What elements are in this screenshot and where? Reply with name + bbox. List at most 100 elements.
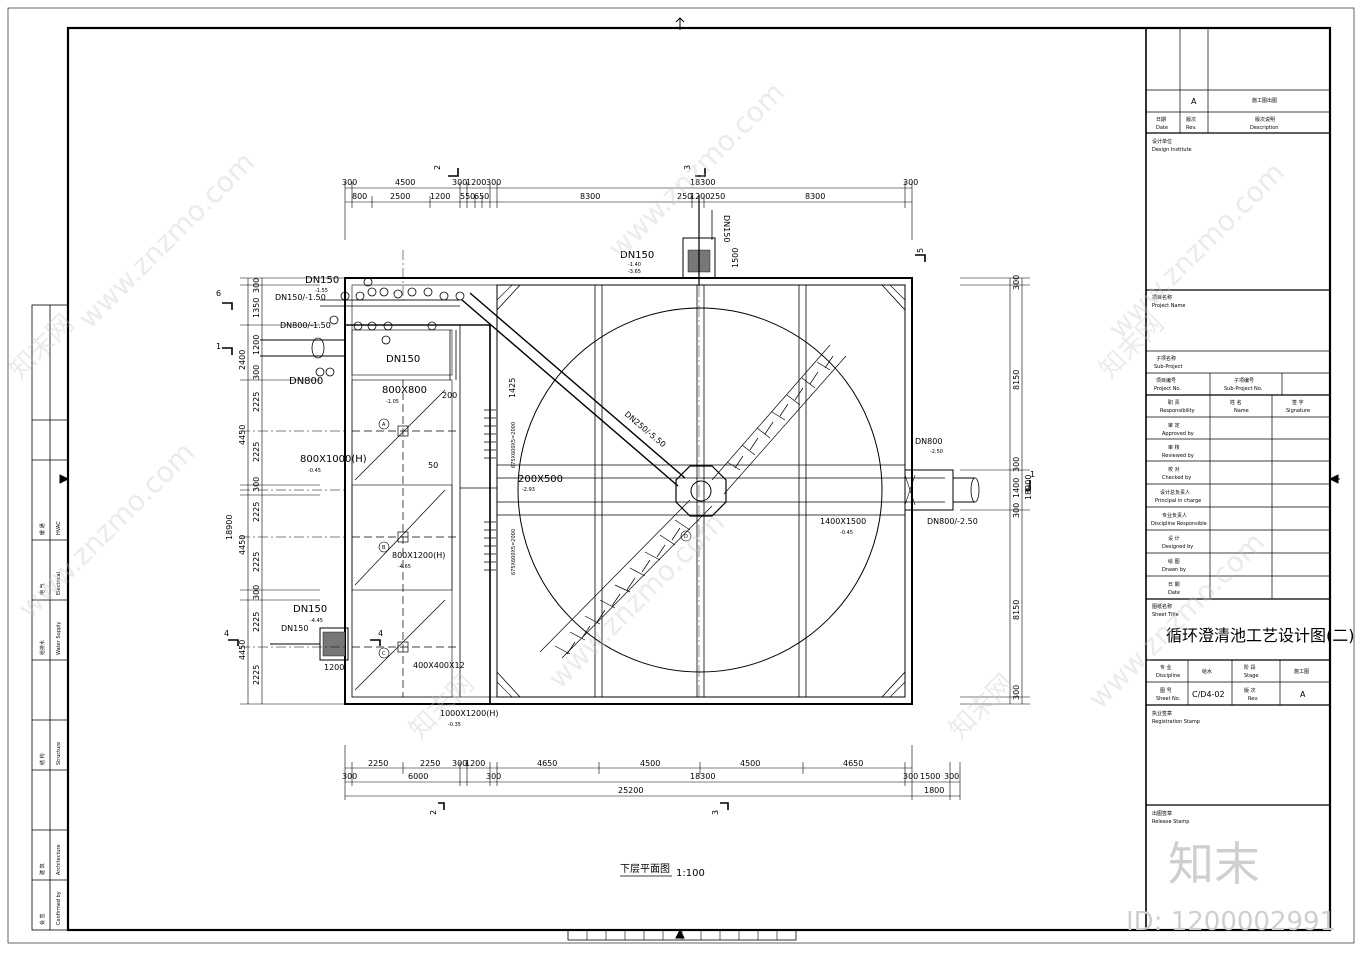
label-dn150-mid: DN150 <box>386 354 420 365</box>
dim-left-1200: 1200 <box>252 335 261 355</box>
label-dn800-right2: DN800/-2.50 <box>927 517 978 526</box>
label-box-200x500: 200X500 <box>518 474 563 485</box>
dim-top2-8300a: 8300 <box>580 192 600 201</box>
label-manifold-top: 675X600X5=2000 <box>511 422 517 468</box>
dim-left-2400: 2400 <box>238 350 247 370</box>
label-box-1000x1200-elev: -0.35 <box>448 722 461 728</box>
label-dn150-top-right-e2: -3.65 <box>628 269 641 275</box>
section-mark-2-bottom: 2 <box>429 810 438 815</box>
dim-top2-800: 800 <box>352 192 367 201</box>
label-dim-200: 200 <box>442 391 457 400</box>
tb-sheet-no-value: C/D4-02 <box>1192 690 1225 699</box>
dim-right-8150a: 8150 <box>1012 370 1021 390</box>
tb-rev-label-en: Rev. <box>1186 125 1197 131</box>
section-mark-1-left: 1 <box>216 342 221 351</box>
strip-label-elec-en: Electrical <box>56 572 62 595</box>
tb-sheet-no-label-en: Sheet No. <box>1156 696 1181 702</box>
section-markers <box>222 168 1031 810</box>
dim-bot-2250a: 2250 <box>368 759 388 768</box>
dim-left-1350: 1350 <box>252 298 261 318</box>
tb-sheet-no-label: 图 号 <box>1160 688 1172 694</box>
tb-sub-project-label: 子项名称 <box>1156 355 1176 362</box>
dim-left-4450a: 4450 <box>238 425 247 445</box>
tb-sheet-title-label: 图纸名称 <box>1152 603 1172 610</box>
tb-role-principal-en: Principal in charge <box>1155 498 1201 504</box>
tb-role-discipline: 专业负责人 <box>1162 512 1187 519</box>
dim-right-total: 18900 <box>1024 475 1033 500</box>
tb-role-drawn: 绘 图 <box>1168 558 1180 565</box>
tb-sub-project-label-en: Sub-Project <box>1154 364 1182 370</box>
view-title: 下层平面图 <box>620 863 670 875</box>
tb-role-designed: 设 计 <box>1168 535 1180 542</box>
tb-role-date: 日 期 <box>1168 582 1180 588</box>
tb-reg-stamp-label: 执业签章 <box>1152 710 1172 717</box>
label-circle-c: C <box>382 651 386 657</box>
strip-label-struct: 结 构 <box>39 753 46 765</box>
dim-bot3-25200: 25200 <box>618 786 643 795</box>
label-box-1000x1200: 1000X1200(H) <box>440 709 498 718</box>
dim-bot-4650a: 4650 <box>537 759 557 768</box>
tb-role-checked: 校 对 <box>1168 466 1180 473</box>
dim-bot2-300a: 300 <box>342 772 357 781</box>
watermark-2: www.znzmo.com <box>602 76 791 265</box>
tb-discipline-label: 专 业 <box>1160 664 1172 671</box>
left-strip-labels: 会 签 Confirmed by 建 筑 Architecture 结 构 St… <box>39 521 62 925</box>
title-block-text: A 施工图出图 日期 Date 版次 Rev. 版次说明 Description… <box>1151 97 1355 825</box>
strip-label-hvac-en: HVAC <box>56 521 62 535</box>
watermark-3: www.znzmo.com <box>1102 156 1291 345</box>
label-box-800x1200-elev: -4.65 <box>398 564 411 570</box>
watermark: www.znzmo.com www.znzmo.com www.znzmo.co… <box>4 76 1336 937</box>
label-circle-a: A <box>382 422 386 428</box>
watermark-brand-3: 知末网 <box>944 669 1020 745</box>
dim-bot2-6000: 6000 <box>408 772 428 781</box>
tb-sign-label-en: Signature <box>1286 408 1310 414</box>
strip-label-water: 给排水 <box>39 640 46 655</box>
tb-rev-value: A <box>1191 97 1197 106</box>
label-box-200x500-elev: -2.93 <box>522 487 535 493</box>
dim-bot3-1800: 1800 <box>924 786 944 795</box>
tb-sub-project-no-label-en: Sub-Project No. <box>1224 386 1263 392</box>
tb-rev2-value: A <box>1300 690 1306 699</box>
label-dn150-vert: DN150 <box>722 215 731 242</box>
label-dn150-lower: DN150 <box>293 604 327 615</box>
dim-top-4500: 4500 <box>395 178 415 187</box>
dim-left-4450c: 4450 <box>238 640 247 660</box>
dim-left-2225d: 2225 <box>252 552 261 572</box>
tb-project-label: 项目名称 <box>1152 294 1172 301</box>
dim-top2-250b: 250 <box>710 192 725 201</box>
dim-bot2-300b: 300 <box>486 772 501 781</box>
dim-top2-250a: 250 <box>677 192 692 201</box>
tb-role-principal: 设计总负责人 <box>1160 489 1190 496</box>
dim-bot2-18300: 18300 <box>690 772 715 781</box>
tb-stage-title: 施工图出图 <box>1252 97 1277 104</box>
left-signature-strip <box>31 304 69 931</box>
dim-left-300a: 300 <box>252 278 261 293</box>
tb-role-drawn-en: Drawn by <box>1162 567 1186 573</box>
tb-sheet-title-label-en: Sheet Title <box>1152 612 1179 618</box>
tb-rev2-label-en: Rev. <box>1248 696 1259 702</box>
label-box-800x800-elev: -1.05 <box>386 399 399 405</box>
dim-top2-1200: 1200 <box>430 192 450 201</box>
label-dn150-lower-elev: -4.45 <box>310 618 323 624</box>
label-dn800-right-elev: -2.50 <box>930 449 943 455</box>
dim-top2-1200b: 1200 <box>690 192 710 201</box>
dim-right-300d: 300 <box>1012 685 1021 700</box>
dim-left-2225f: 2225 <box>252 665 261 685</box>
dim-bot-4500a: 4500 <box>640 759 660 768</box>
tb-role-approved-en: Approved by <box>1162 431 1194 437</box>
tb-sheet-title: 循环澄清池工艺设计图(二) <box>1166 626 1355 645</box>
label-dn150-top-elev: -1.55 <box>315 288 328 294</box>
dimension-lines <box>240 182 1030 800</box>
tb-discipline-label-en: Discipline <box>1156 673 1180 679</box>
watermark-6: www.znzmo.com <box>1082 526 1271 715</box>
dim-left-2225b: 2225 <box>252 442 261 462</box>
tb-rev-label: 版次 <box>1186 116 1196 123</box>
dim-left-2225a: 2225 <box>252 392 261 412</box>
dim-bot-300: 300 <box>452 759 467 768</box>
label-dn150-top: DN150 <box>305 275 339 286</box>
label-circle-d: D <box>684 534 688 540</box>
tb-project-label-en: Project Name <box>1152 303 1185 309</box>
label-dn150-top-right: DN150 <box>620 250 654 261</box>
tb-role-date-en: Date <box>1168 590 1180 596</box>
